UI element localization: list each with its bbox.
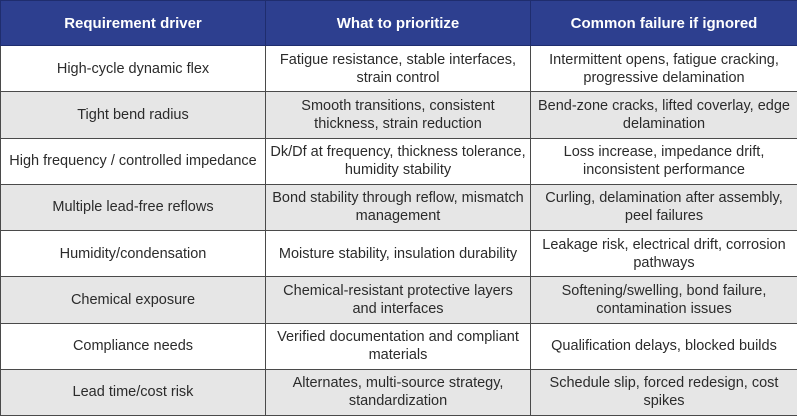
cell-driver: High frequency / controlled impedance bbox=[0, 137, 266, 185]
cell-failure: Curling, delamination after assembly, pe… bbox=[530, 183, 797, 232]
cell-prioritize: Smooth transitions, consistent thickness… bbox=[265, 91, 531, 139]
cell-failure: Intermittent opens, fatigue cracking, pr… bbox=[530, 44, 797, 93]
cell-driver: Lead time/cost risk bbox=[0, 368, 266, 416]
cell-driver: Multiple lead-free reflows bbox=[0, 183, 266, 232]
header-common-failure: Common failure if ignored bbox=[530, 0, 797, 46]
header-what-to-prioritize: What to prioritize bbox=[265, 0, 531, 46]
cell-failure: Bend-zone cracks, lifted coverlay, edge … bbox=[530, 91, 797, 139]
cell-prioritize: Dk/Df at frequency, thickness tolerance,… bbox=[265, 137, 531, 185]
cell-failure: Schedule slip, forced redesign, cost spi… bbox=[530, 368, 797, 416]
cell-driver: Compliance needs bbox=[0, 322, 266, 370]
table-body: High-cycle dynamic flex Fatigue resistan… bbox=[0, 44, 797, 416]
cell-prioritize: Fatigue resistance, stable interfaces, s… bbox=[265, 44, 531, 93]
table-row: Tight bend radius Smooth transitions, co… bbox=[0, 91, 797, 139]
cell-driver: Tight bend radius bbox=[0, 91, 266, 139]
cell-prioritize: Bond stability through reflow, mismatch … bbox=[265, 183, 531, 232]
table-row: High frequency / controlled impedance Dk… bbox=[0, 137, 797, 185]
cell-failure: Leakage risk, electrical drift, corrosio… bbox=[530, 229, 797, 278]
table-row: Humidity/condensation Moisture stability… bbox=[0, 229, 797, 278]
cell-prioritize: Chemical-resistant protective layers and… bbox=[265, 276, 531, 324]
table-row: Lead time/cost risk Alternates, multi-so… bbox=[0, 368, 797, 416]
cell-failure: Qualification delays, blocked builds bbox=[530, 322, 797, 370]
cell-driver: Humidity/condensation bbox=[0, 229, 266, 278]
table-row: Compliance needs Verified documentation … bbox=[0, 322, 797, 370]
cell-driver: Chemical exposure bbox=[0, 276, 266, 324]
header-row: Requirement driver What to prioritize Co… bbox=[0, 0, 797, 46]
cell-prioritize: Moisture stability, insulation durabilit… bbox=[265, 229, 531, 278]
cell-failure: Loss increase, impedance drift, inconsis… bbox=[530, 137, 797, 185]
table-row: High-cycle dynamic flex Fatigue resistan… bbox=[0, 44, 797, 93]
table-header: Requirement driver What to prioritize Co… bbox=[0, 0, 797, 46]
cell-driver: High-cycle dynamic flex bbox=[0, 44, 266, 93]
cell-failure: Softening/swelling, bond failure, contam… bbox=[530, 276, 797, 324]
table-row: Multiple lead-free reflows Bond stabilit… bbox=[0, 183, 797, 232]
table-row: Chemical exposure Chemical-resistant pro… bbox=[0, 276, 797, 324]
header-requirement-driver: Requirement driver bbox=[0, 0, 266, 46]
cell-prioritize: Alternates, multi-source strategy, stand… bbox=[265, 368, 531, 416]
cell-prioritize: Verified documentation and compliant mat… bbox=[265, 322, 531, 370]
